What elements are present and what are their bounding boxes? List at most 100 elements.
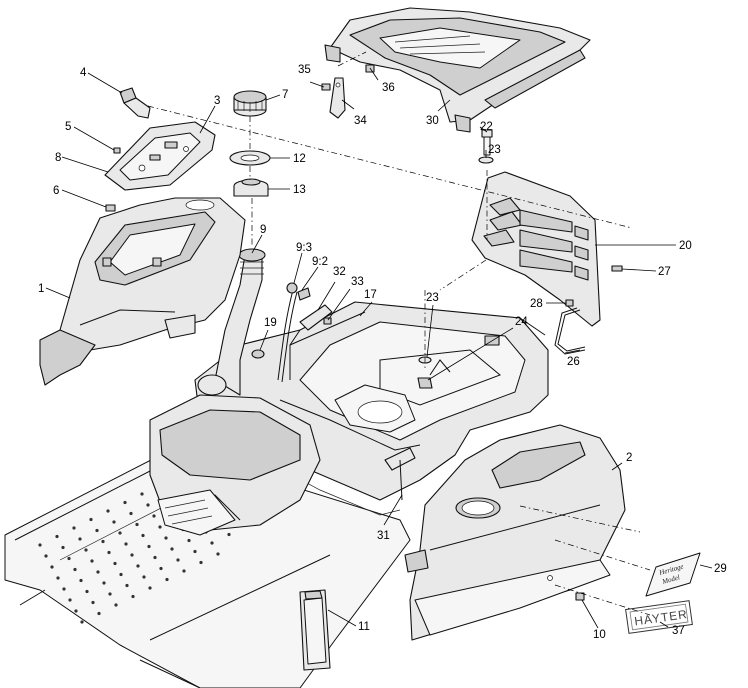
callout-36: 36 (382, 82, 395, 94)
perforation-hole (79, 578, 83, 583)
perforation-hole (108, 592, 112, 596)
perforation-hole (118, 531, 122, 535)
perforation-hole (67, 556, 71, 561)
perforation-hole (61, 545, 65, 550)
screw-5 (113, 147, 121, 154)
callout-9-3: 9:3 (296, 242, 312, 254)
leader-lines (45, 67, 713, 629)
perforation-hole (187, 538, 191, 543)
perforation-hole (73, 567, 77, 572)
bolt-22 (481, 129, 493, 156)
perforation-hole (123, 500, 127, 505)
clip-6 (105, 204, 116, 212)
callout-9-2: 9:2 (312, 256, 328, 268)
perforation-hole (159, 566, 163, 571)
callout-24: 24 (515, 316, 528, 328)
callout-9: 9 (260, 224, 266, 236)
dash-panel (104, 121, 216, 191)
perforation-hole (152, 514, 156, 518)
link-rod-26 (554, 307, 586, 355)
bracket-32 (299, 304, 333, 331)
perforation-hole (124, 542, 128, 546)
callout-13: 13 (293, 184, 306, 196)
perforation-hole (78, 537, 82, 541)
callout-10: 10 (593, 629, 606, 641)
callout-22: 22 (480, 121, 493, 133)
perforation-hole (130, 553, 134, 557)
perforation-hole (106, 509, 110, 513)
perforation-hole (193, 549, 197, 554)
throttle-knob (119, 87, 151, 119)
callout-33: 33 (351, 276, 364, 288)
perforation-hole (62, 587, 66, 591)
perforation-hole (97, 611, 101, 616)
filler-neck (197, 248, 266, 396)
perforation-hole (182, 569, 186, 573)
perforation-hole (216, 552, 220, 556)
perforation-hole (80, 620, 84, 624)
decal-29: Heritage Model (645, 552, 701, 597)
bolt-35 (321, 83, 331, 91)
perforation-hole (112, 520, 116, 524)
callout-35: 35 (298, 64, 311, 76)
pin-27 (611, 265, 623, 272)
callout-labels: 1 2 3 4 5 6 7 8 9 9:3 9:2 10 11 12 13 17… (38, 64, 727, 641)
perforation-hole (146, 503, 150, 507)
perforation-hole (102, 581, 106, 585)
callout-5: 5 (65, 121, 71, 133)
perforation-hole (164, 536, 168, 540)
perforation-hole (96, 570, 100, 574)
perforation-hole (91, 600, 95, 605)
hayter-badge-37: HAYTER (625, 600, 693, 634)
perforation-hole (89, 517, 93, 522)
callout-26: 26 (567, 356, 580, 368)
perforation-hole (113, 561, 117, 566)
perforation-hole (72, 526, 76, 530)
left-console (39, 197, 246, 386)
perforation-hole (148, 586, 152, 590)
perforation-hole (125, 583, 129, 588)
callout-17: 17 (364, 289, 377, 301)
footrest-insert-11 (299, 589, 331, 671)
perforation-hole (56, 576, 60, 580)
seat-pan (324, 7, 591, 133)
perforation-hole (119, 572, 123, 577)
callout-32: 32 (333, 266, 346, 278)
fuel-cap (233, 90, 267, 117)
callout-29: 29 (714, 563, 727, 575)
perforation-hole (114, 603, 118, 607)
perforation-hole (84, 548, 88, 552)
perforation-hole (50, 565, 54, 569)
perforation-hole (74, 609, 78, 613)
perforation-hole (153, 555, 157, 560)
callout-30: 30 (426, 115, 439, 127)
callout-27: 27 (658, 266, 671, 278)
perforation-hole (170, 547, 174, 551)
callout-31: 31 (377, 530, 390, 542)
perforation-hole (38, 543, 42, 547)
perforation-hole (55, 534, 59, 539)
callout-20: 20 (679, 240, 692, 252)
perforation-hole (68, 598, 72, 602)
callout-23-lower: 23 (426, 292, 439, 304)
right-console (404, 424, 626, 641)
callout-8: 8 (55, 152, 61, 164)
perforation-hole (90, 559, 94, 563)
perforation-hole (95, 528, 99, 533)
callout-7: 7 (282, 89, 288, 101)
center-lines (147, 51, 651, 616)
callout-1: 1 (38, 283, 44, 295)
cable-17 (289, 311, 366, 346)
callout-6: 6 (53, 185, 59, 197)
callout-28: 28 (530, 298, 543, 310)
seal-13 (233, 178, 269, 197)
fuel-tank (149, 394, 321, 536)
perforation-hole (129, 511, 133, 516)
perforation-hole (142, 575, 146, 579)
washer-12 (229, 150, 271, 166)
perforation-hole (140, 492, 144, 496)
perforation-hole (141, 533, 145, 538)
perforation-hole (85, 589, 89, 594)
callout-19: 19 (264, 317, 277, 329)
